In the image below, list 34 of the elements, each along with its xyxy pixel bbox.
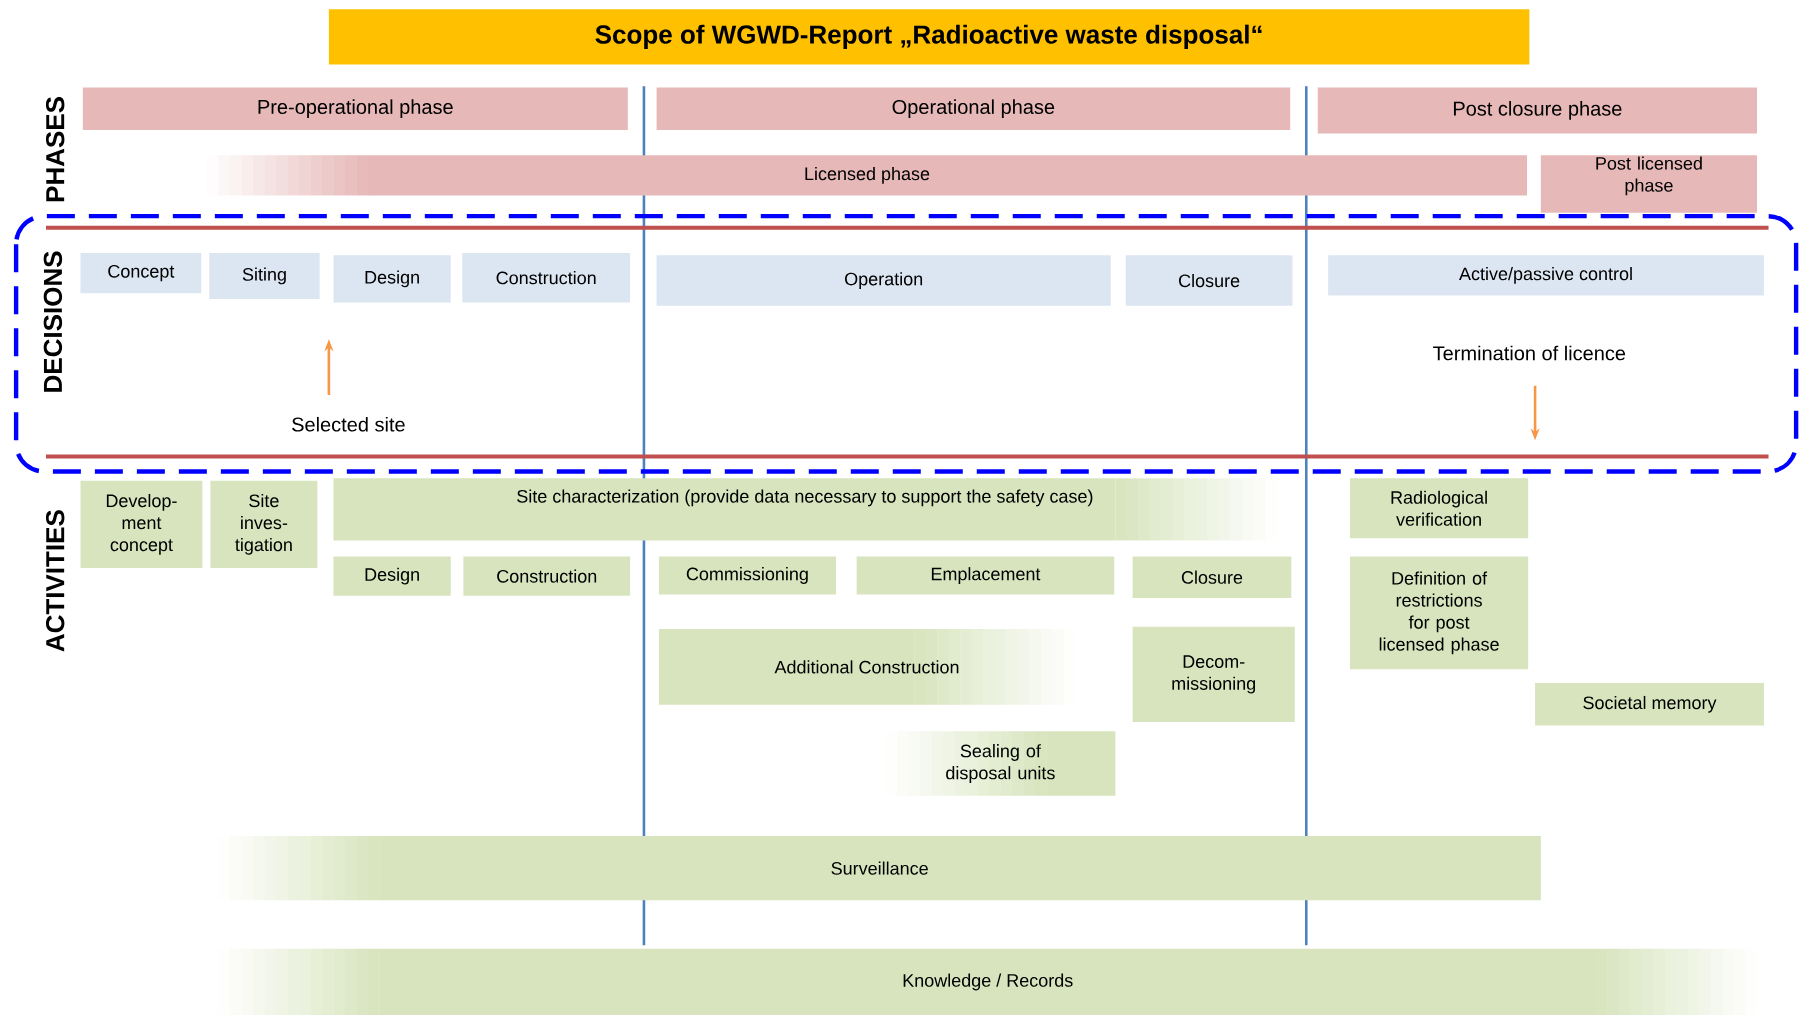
activity-box: Surveillance	[218, 835, 1541, 901]
phase-bar: Pre-operational phase	[82, 87, 628, 130]
activity-box: Radiological verification	[1349, 478, 1529, 538]
section-label: PHASES	[46, 96, 65, 202]
activity-box: Definition of restrictions for post licensed phase	[1349, 556, 1529, 670]
phase-bar: Post closure phase	[1317, 87, 1757, 134]
activity-box: Design	[333, 556, 451, 596]
activity-box: Emplacement	[856, 556, 1115, 595]
annotation-text: Selected site	[292, 416, 405, 432]
activity-box: Decom-missioning	[1132, 626, 1295, 722]
decision-box: Operation	[656, 255, 1111, 306]
activity-box: Knowledge / Records	[218, 948, 1758, 1015]
decision-box: Closure	[1125, 255, 1293, 306]
decision-box: Design	[333, 255, 451, 303]
title-banner: Scope of WGWD-Report „Radioactive waste disposal“	[328, 9, 1530, 65]
activity-box: Sealing of disposal units	[885, 731, 1116, 796]
activity-box: Site inves-tigation	[210, 480, 318, 568]
activity-box: Site characterization (provide data necessary to support the safety case)	[333, 478, 1277, 541]
activity-box: Societal memory	[1535, 682, 1764, 726]
decision-box: Active/passive control	[1328, 255, 1764, 296]
activity-box: Construction	[463, 556, 631, 596]
annotation-text: Termination of licence	[1433, 345, 1626, 361]
decision-box: Concept	[80, 252, 202, 294]
activity-box: Commissioning	[658, 556, 836, 595]
phase-bar: Post licensed phase	[1540, 155, 1757, 213]
decision-box: Siting	[209, 252, 320, 299]
activity-box: Closure	[1132, 556, 1292, 598]
activity-box: Additional Construction	[658, 628, 1076, 705]
phase-bar: Licensed phase	[207, 155, 1528, 196]
decision-box: Construction	[462, 252, 631, 303]
activity-box: Develop-ment concept	[80, 480, 203, 568]
phase-bar: Operational phase	[656, 87, 1291, 130]
section-label: ACTIVITIES	[46, 510, 65, 652]
node-label: Sealing of disposal units	[946, 743, 1055, 783]
